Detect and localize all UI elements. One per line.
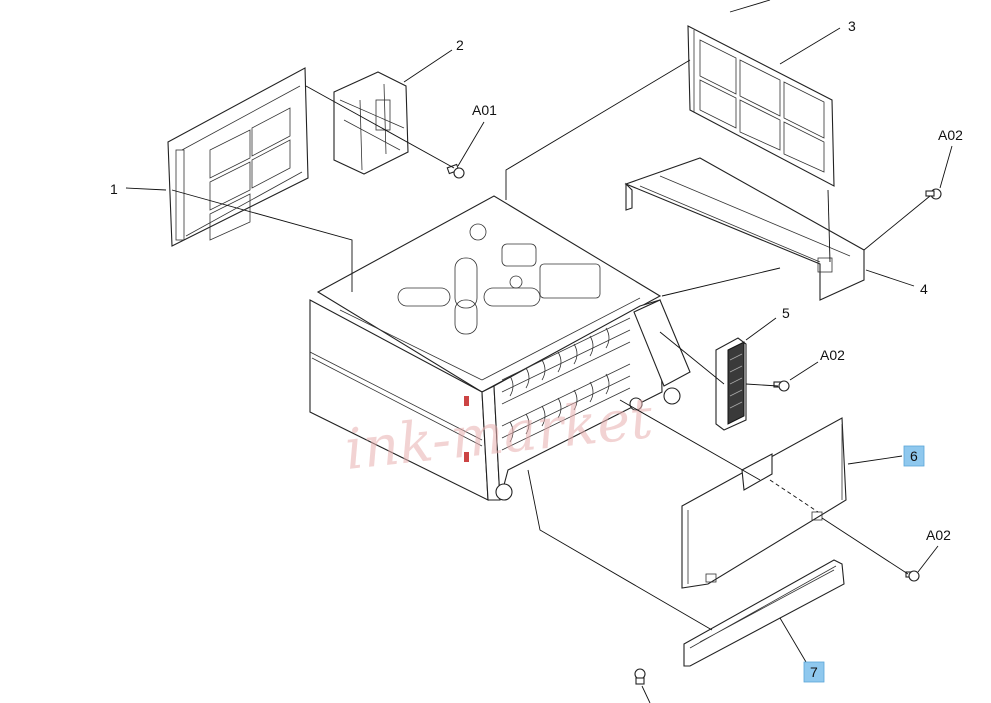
top-rail-right [481,297,641,381]
top-plate [316,195,662,393]
left-handle-upper [464,396,469,406]
part-6-right-door [681,417,847,589]
left-handle-lower [464,452,469,462]
top-opening-6 [539,263,601,299]
top-opening-5 [501,243,537,267]
paper-feeder-cabinet [309,195,691,501]
rear-frame [633,299,691,387]
feed-rollers-lower [501,363,631,451]
callout-5: 5 [782,305,790,321]
callout-7: 7 [810,664,818,680]
top-opening-2 [454,299,478,335]
top-opening-1 [454,257,478,309]
assembly-lines [171,0,931,703]
caster-right [663,387,681,405]
callout-a02-mid: A02 [820,347,845,363]
screw-a01 [446,163,465,179]
callout-1: 1 [110,181,118,197]
feed-rollers-upper [501,317,631,405]
callout-a02-top: A02 [938,127,963,143]
part-4-right-top-cover [624,157,865,301]
part-3-rear-grille-panel [687,25,835,187]
upper-drawer-line [309,351,483,441]
callout-6: 6 [910,448,918,464]
screw-a02-bottom [905,570,920,582]
top-opening-4 [483,287,541,307]
callout-a01: A01 [472,102,497,118]
top-opening-3 [397,287,451,307]
screw-a02-mid [773,380,790,392]
part-2-bracket-cover [333,71,409,175]
part-5-vent-cover [715,337,747,431]
callout-7-highlight [803,661,825,683]
callout-3: 3 [848,18,856,34]
part-7-bottom-cover [683,559,845,667]
callout-6-highlight [903,445,925,467]
callout-4: 4 [920,281,928,297]
callout-a02-bottom: A02 [926,527,951,543]
callout-2: 2 [456,37,464,53]
cabinet-right-side [493,299,663,501]
top-rail-front [339,309,483,381]
callout-leaders [125,27,953,663]
caster-front [495,483,513,501]
top-boss-2 [509,275,523,289]
lower-drawer-seam [311,357,483,447]
top-boss [469,223,487,241]
screw-bottom [634,668,646,685]
part-1-left-cover [167,67,309,247]
